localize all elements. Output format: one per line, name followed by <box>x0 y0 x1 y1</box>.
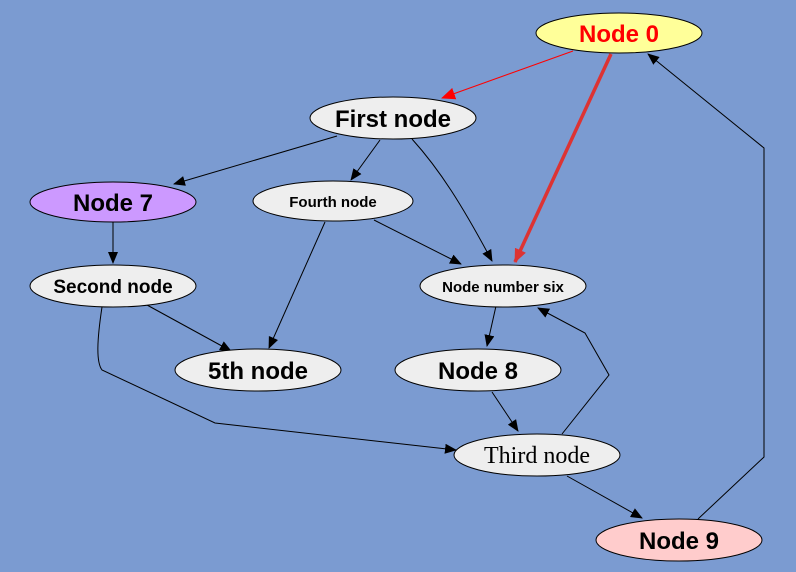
fifth-node-label: 5th node <box>208 358 308 385</box>
node-9[interactable]: Node 9 <box>595 518 763 562</box>
edge-layer <box>97 50 765 520</box>
third-node-label: Third node <box>484 443 590 469</box>
node-8-label: Node 8 <box>438 358 518 385</box>
edge-fourth-node-to-node-number-six <box>373 219 462 265</box>
node-layer: Node 0 First node Node 7 Fourth node Nod… <box>29 12 763 562</box>
edge-second-node-to-fifth-node <box>146 304 232 352</box>
edge-first-node-to-node-number-six <box>411 138 493 262</box>
edge-first-node-to-fourth-node <box>350 139 381 181</box>
node-9-label: Node 9 <box>639 528 719 555</box>
node-0-label: Node 0 <box>579 21 659 48</box>
node-7-label: Node 7 <box>73 190 153 217</box>
second-node[interactable]: Second node <box>29 264 197 308</box>
edge-node-8-to-third-node <box>491 391 519 432</box>
edge-first-node-to-node-7 <box>173 135 338 186</box>
fourth-node[interactable]: Fourth node <box>252 180 414 222</box>
fifth-node[interactable]: 5th node <box>174 348 342 392</box>
third-node[interactable]: Third node <box>453 433 621 477</box>
edge-third-node-to-node-9 <box>566 475 643 519</box>
edge-node-0-to-first-node <box>441 50 574 100</box>
first-node-label: First node <box>335 106 451 133</box>
node-8[interactable]: Node 8 <box>394 348 562 392</box>
first-node[interactable]: First node <box>309 96 477 140</box>
edge-fourth-node-to-fifth-node <box>268 221 326 349</box>
node-number-six-label: Node number six <box>442 279 564 296</box>
edge-node-0-to-node-number-six <box>513 53 613 263</box>
edge-third-node-to-node-number-six <box>537 307 610 435</box>
edge-node-number-six-to-node-8 <box>484 305 497 347</box>
node-7[interactable]: Node 7 <box>29 181 197 223</box>
edge-node-9-to-node-0 <box>647 53 765 520</box>
second-node-label: Second node <box>53 277 172 298</box>
edge-second-node-to-third-node <box>97 306 457 454</box>
node-number-six[interactable]: Node number six <box>419 264 587 308</box>
node-0[interactable]: Node 0 <box>535 12 703 54</box>
fourth-node-label: Fourth node <box>289 194 376 211</box>
